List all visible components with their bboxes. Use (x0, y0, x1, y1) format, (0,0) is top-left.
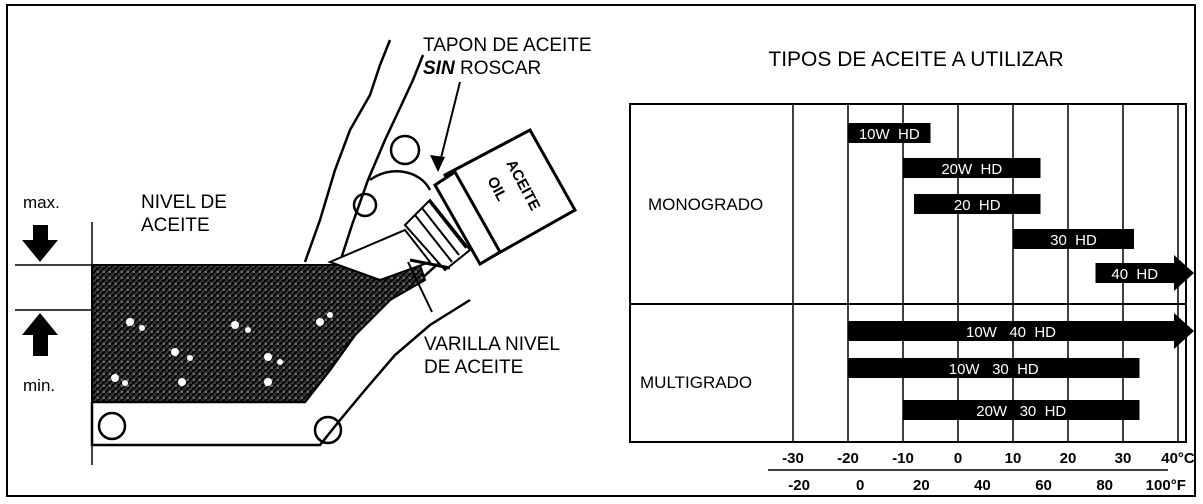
oil-level-area (91, 264, 427, 403)
cap-leader-line (437, 81, 461, 171)
cap-label: TAPON DE ACEITE SIN ROSCAR (423, 34, 592, 80)
oil-bar-4 (1095, 255, 1194, 291)
oil-bar-label-5: 10W 40 HD (966, 324, 1056, 341)
max-label: max. (23, 193, 60, 212)
chart-title: TIPOS DE ACEITE A UTILIZAR (768, 48, 1063, 71)
celsius-tick-2: -10 (892, 450, 914, 467)
figure-frame (6, 4, 1196, 497)
oil-bar-label-3: 30 HD (1050, 232, 1097, 249)
celsius-tick-7: 40°C (1161, 450, 1195, 467)
celsius-tick-5: 20 (1060, 450, 1077, 467)
oil-bar-6 (848, 358, 1140, 378)
group-label-monogrado: MONOGRADO (648, 195, 763, 214)
dipstick (409, 258, 451, 270)
celsius-tick-0: -30 (782, 450, 804, 467)
min-label: min. (23, 376, 56, 395)
oil-bar-0 (848, 123, 931, 143)
celsius-tick-1: -20 (837, 450, 859, 467)
oil-bar-label-6: 10W 30 HD (949, 361, 1039, 378)
cap-label-rest: ROSCAR (454, 58, 542, 79)
fahrenheit-tick-1: 0 (856, 477, 864, 494)
oil-bar-label-4: 40 HD (1111, 266, 1158, 283)
oil-bar-label-7: 20W 30 HD (976, 403, 1066, 420)
oil-level-label-line-1: NIVEL DE (141, 192, 227, 213)
celsius-tick-6: 30 (1115, 450, 1132, 467)
max-arrow-icon (22, 225, 58, 262)
oil-bar-3 (1013, 229, 1134, 249)
oil-bar-label-0: 10W HD (859, 126, 920, 143)
oil-bubbles (111, 312, 333, 386)
oil-bar-1 (903, 158, 1041, 178)
oil-bar-7 (903, 400, 1140, 420)
cap-label-line-2: SIN ROSCAR (423, 57, 592, 80)
fahrenheit-tick-4: 60 (1035, 477, 1052, 494)
fahrenheit-tick-5: 80 (1096, 477, 1113, 494)
fahrenheit-tick-2: 20 (913, 477, 930, 494)
oil-bar-5 (848, 313, 1194, 349)
min-arrow-icon (22, 313, 58, 356)
dipstick-label-line-1: VARILLA NIVEL (424, 334, 560, 355)
cap-label-line-1: TAPON DE ACEITE (423, 35, 592, 56)
oil-cap (432, 127, 578, 267)
oil-bar-label-1: 20W HD (941, 161, 1002, 178)
celsius-tick-3: 0 (954, 450, 962, 467)
celsius-tick-4: 10 (1005, 450, 1022, 467)
fahrenheit-tick-6: 100°F (1146, 477, 1186, 494)
oil-bar-2 (914, 194, 1041, 214)
dipstick-label: VARILLA NIVEL DE ACEITE (424, 333, 560, 379)
fahrenheit-tick-3: 40 (974, 477, 991, 494)
oil-level-label: NIVEL DE ACEITE (141, 191, 227, 237)
dipstick-label-line-2: DE ACEITE (424, 357, 524, 378)
oil-bar-label-2: 20 HD (954, 197, 1001, 214)
oil-level-label-line-2: ACEITE (141, 215, 210, 236)
group-label-multigrado: MULTIGRADO (640, 373, 752, 392)
fahrenheit-tick-0: -20 (788, 477, 810, 494)
cap-leader-arrow-icon (430, 155, 445, 172)
cap-label-emphasis: SIN (423, 58, 455, 79)
dipstick-leader-line (407, 261, 433, 313)
thread-lines (414, 200, 467, 263)
